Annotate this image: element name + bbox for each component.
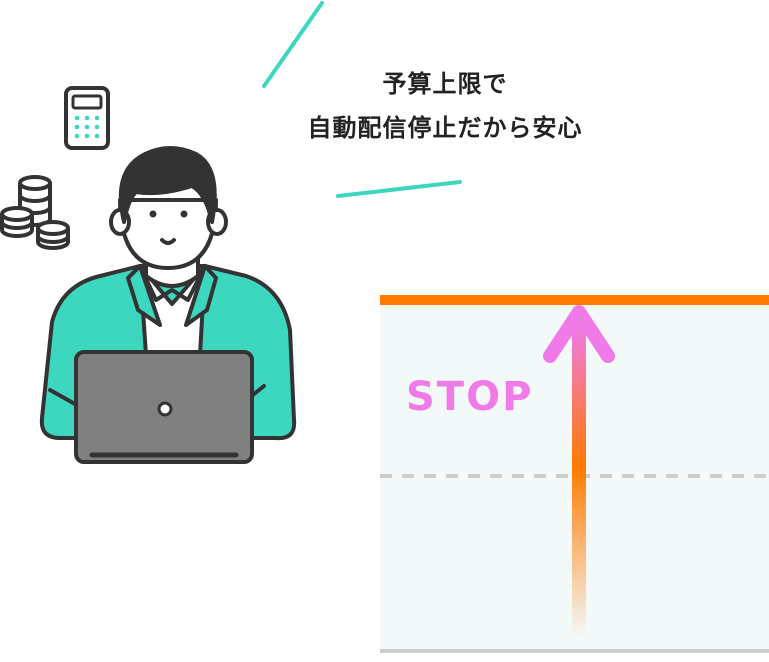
accent-line-bottom [336,180,462,198]
caption-line-1: 予算上限で [382,70,508,98]
coin-stack-icon [0,175,70,250]
up-arrow-icon [543,305,615,637]
headline-caption: 予算上限で 自動配信停止だから安心 [250,62,640,150]
accent-line-top [262,1,324,88]
calculator-icon [64,86,110,150]
person-with-laptop-icon [39,146,297,464]
caption-line-2: 自動配信停止だから安心 [307,114,583,142]
stop-label: STOP [406,374,534,420]
